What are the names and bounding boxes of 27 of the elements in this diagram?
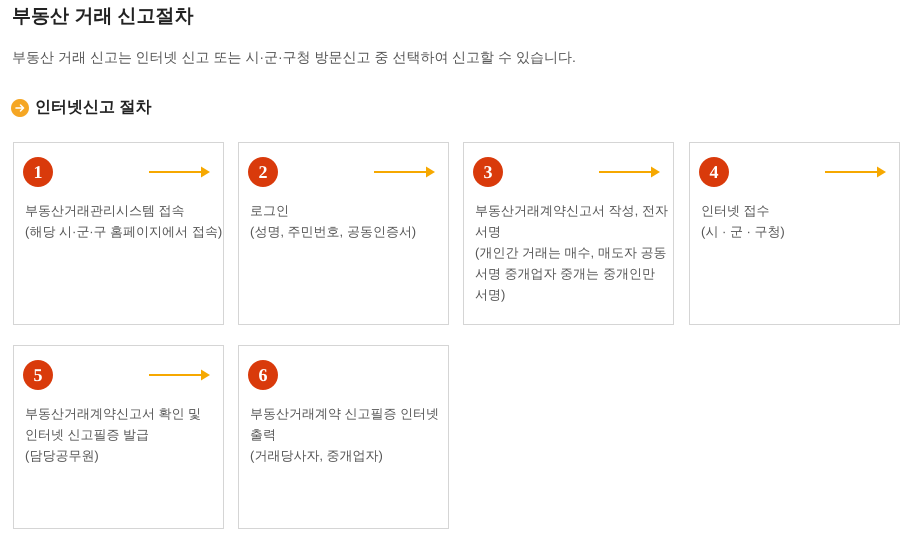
step-title: 부동산거래계약신고서 확인 및 인터넷 신고필증 발급	[25, 405, 202, 444]
step-note: (시 · 군 · 구청)	[701, 223, 785, 241]
step-number-circle: 6	[248, 360, 278, 390]
step-title: 부동산거래계약신고서 작성, 전자 서명	[475, 202, 669, 241]
step-number-circle: 4	[699, 157, 729, 187]
step-title: 부동산거래계약 신고필증 인터넷 출력	[250, 405, 440, 444]
step-title: 인터넷 접수	[701, 202, 770, 220]
step-title: 로그인	[250, 202, 289, 220]
step-title: 부동산거래관리시스템 접속	[25, 202, 185, 220]
step-note: (거래당사자, 중개업자)	[250, 447, 383, 465]
step-note: (담당공무원)	[25, 447, 99, 465]
step-card	[238, 142, 449, 325]
step-card	[13, 142, 224, 325]
step-card	[238, 345, 449, 529]
step-number-circle: 2	[248, 157, 278, 187]
page-title: 부동산 거래 신고절차	[12, 5, 194, 29]
step-note: (해당 시·군·구 홈페이지에서 접속)	[25, 223, 222, 241]
intro-text: 부동산 거래 신고는 인터넷 신고 또는 시·군·구청 방문신고 중 선택하여 신고할 수 있습니다.	[12, 48, 576, 67]
step-number-circle: 3	[473, 157, 503, 187]
step-card	[13, 345, 224, 529]
step-number-circle: 1	[23, 157, 53, 187]
step-note: (성명, 주민번호, 공동인증서)	[250, 223, 416, 241]
step-note: (개인간 거래는 매수, 매도자 공동 서명 중개업자 중개는 중개인만 서명)	[475, 244, 668, 304]
step-card	[689, 142, 900, 325]
step-card	[463, 142, 674, 325]
section-heading: 인터넷신고 절차	[35, 98, 152, 118]
step-number-circle: 5	[23, 360, 53, 390]
